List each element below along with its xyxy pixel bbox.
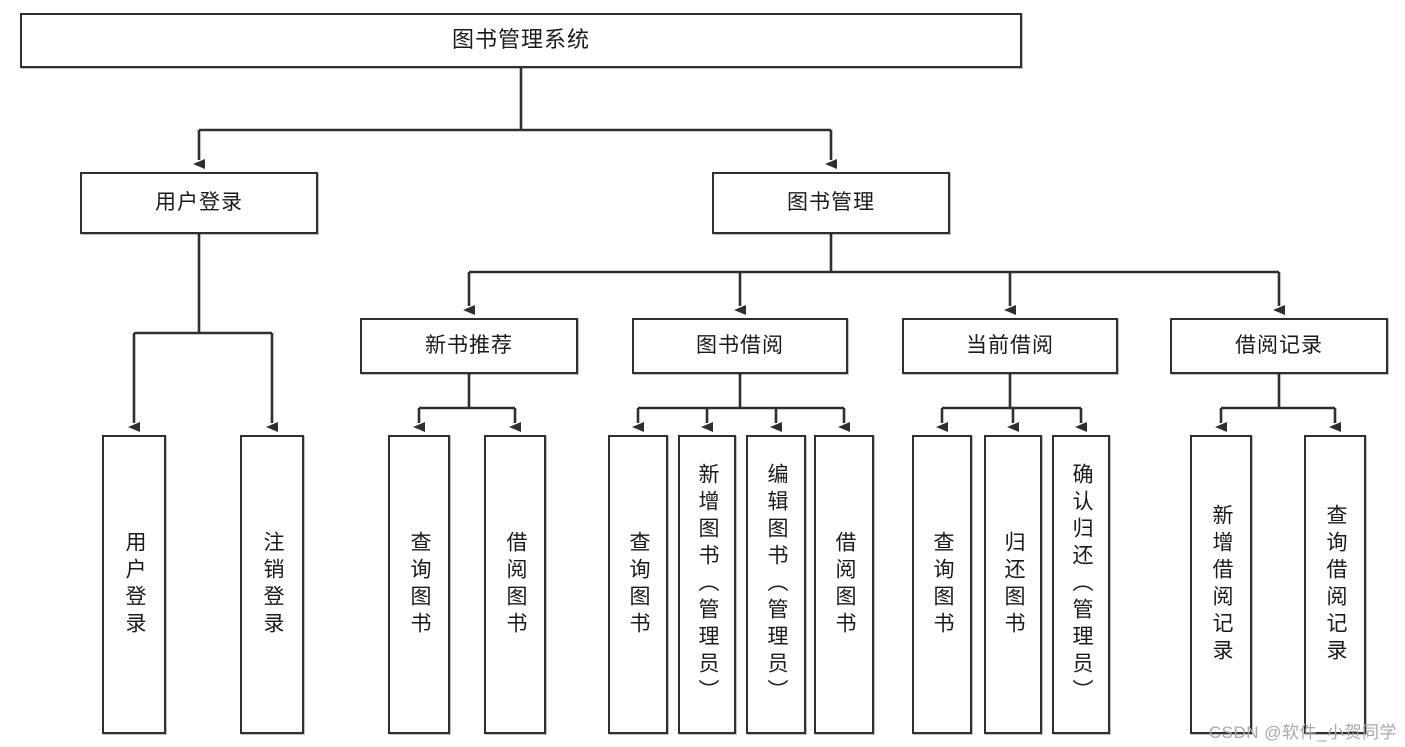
leaf-query-book-current[interactable]: 查询图书	[912, 435, 972, 734]
connector-current-borrow-to-leaves	[936, 374, 1087, 432]
leaf-user-login[interactable]: 用户登录	[102, 435, 166, 734]
connector-book-borrow-to-leaves	[632, 374, 850, 432]
leaf-query-borrow-record[interactable]: 查询借阅记录	[1304, 435, 1366, 734]
connector-borrow-record-to-leaves	[1215, 374, 1341, 432]
leaf-return-book[interactable]: 归还图书	[984, 435, 1042, 734]
node-new-book-recommendation[interactable]: 新书推荐	[360, 318, 578, 374]
leaf-borrow-book-rec[interactable]: 借阅图书	[484, 435, 546, 734]
leaf-query-book-rec[interactable]: 查询图书	[388, 435, 450, 734]
connector-book-mgmt-to-level3	[463, 234, 1285, 315]
leaf-borrow-book[interactable]: 借阅图书	[814, 435, 874, 734]
leaf-query-book-borrow[interactable]: 查询图书	[608, 435, 668, 734]
connector-root-to-level2	[193, 68, 837, 169]
node-book-management[interactable]: 图书管理	[712, 172, 950, 234]
node-root[interactable]: 图书管理系统	[20, 13, 1022, 68]
node-borrowing-record[interactable]: 借阅记录	[1170, 318, 1388, 374]
leaf-edit-book-admin[interactable]: 编辑图书（管理员）	[746, 435, 806, 734]
node-book-borrowing[interactable]: 图书借阅	[632, 318, 848, 374]
leaf-logout[interactable]: 注销登录	[240, 435, 304, 734]
node-user-login[interactable]: 用户登录	[80, 172, 318, 234]
leaf-confirm-return-admin[interactable]: 确认归还（管理员）	[1052, 435, 1110, 734]
connector-user-login-to-leaves	[128, 234, 278, 432]
node-current-borrowing[interactable]: 当前借阅	[902, 318, 1118, 374]
leaf-add-borrow-record[interactable]: 新增借阅记录	[1190, 435, 1252, 734]
leaf-add-book-admin[interactable]: 新增图书（管理员）	[678, 435, 736, 734]
csdn-watermark: CSDN @软件_小贺同学	[1208, 723, 1397, 742]
connector-new-book-rec-to-leaves	[413, 374, 521, 432]
